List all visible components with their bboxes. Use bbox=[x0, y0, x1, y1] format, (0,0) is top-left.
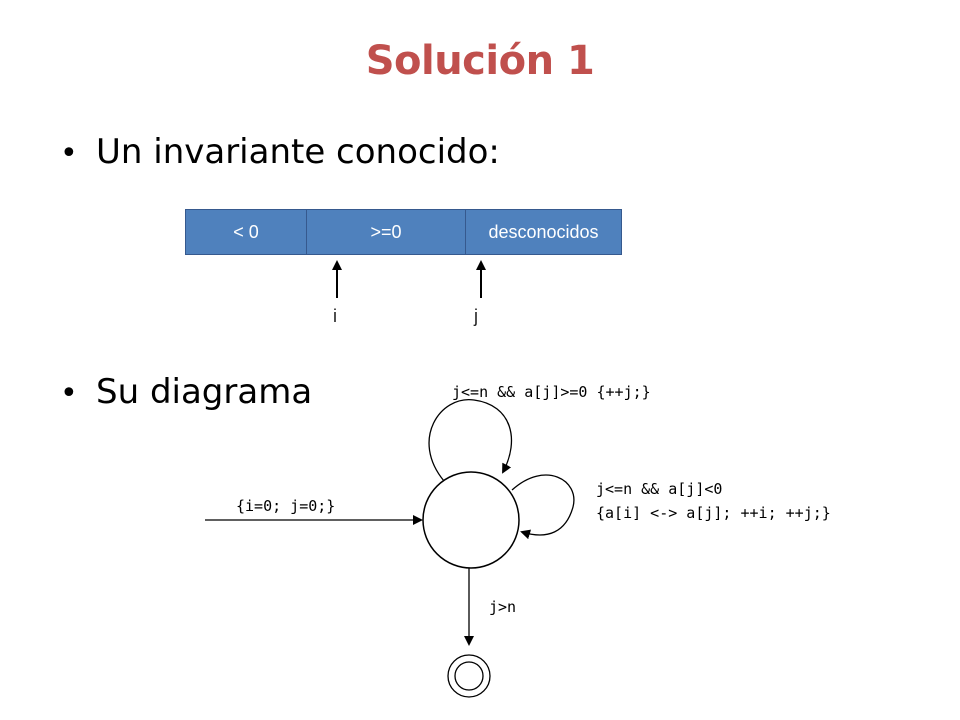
bullet-invariant: • Un invariante conocido: bbox=[60, 132, 500, 172]
array-cell-unknown: desconocidos bbox=[466, 209, 622, 255]
final-state-outer bbox=[447, 654, 491, 698]
exit-label: j>n bbox=[489, 598, 516, 616]
array-cell-negative: < 0 bbox=[185, 209, 307, 255]
pointer-label-j: j bbox=[474, 306, 478, 326]
bullet-dot: • bbox=[60, 136, 78, 171]
loop-right bbox=[511, 474, 575, 540]
loop-right-label-1: j<=n && a[j]<0 bbox=[596, 480, 722, 498]
init-label: {i=0; j=0;} bbox=[236, 497, 335, 515]
slide-title: Solución 1 bbox=[365, 38, 595, 84]
loop-top bbox=[428, 399, 513, 482]
bullet-text: Un invariante conocido: bbox=[96, 132, 500, 172]
loop-top-label: j<=n && a[j]>=0 {++j;} bbox=[452, 383, 651, 401]
invariant-array: < 0 >=0 desconocidos bbox=[185, 209, 622, 255]
bullet-text: Su diagrama bbox=[96, 372, 313, 412]
loop-right-label-2: {a[i] <-> a[j]; ++i; ++j;} bbox=[596, 504, 831, 522]
array-cell-nonnegative: >=0 bbox=[307, 209, 466, 255]
final-state-inner bbox=[454, 661, 484, 691]
bullet-diagram: • Su diagrama bbox=[60, 372, 312, 412]
pointer-label-i: i bbox=[333, 306, 337, 326]
bullet-dot: • bbox=[60, 376, 78, 411]
main-state bbox=[422, 471, 520, 569]
